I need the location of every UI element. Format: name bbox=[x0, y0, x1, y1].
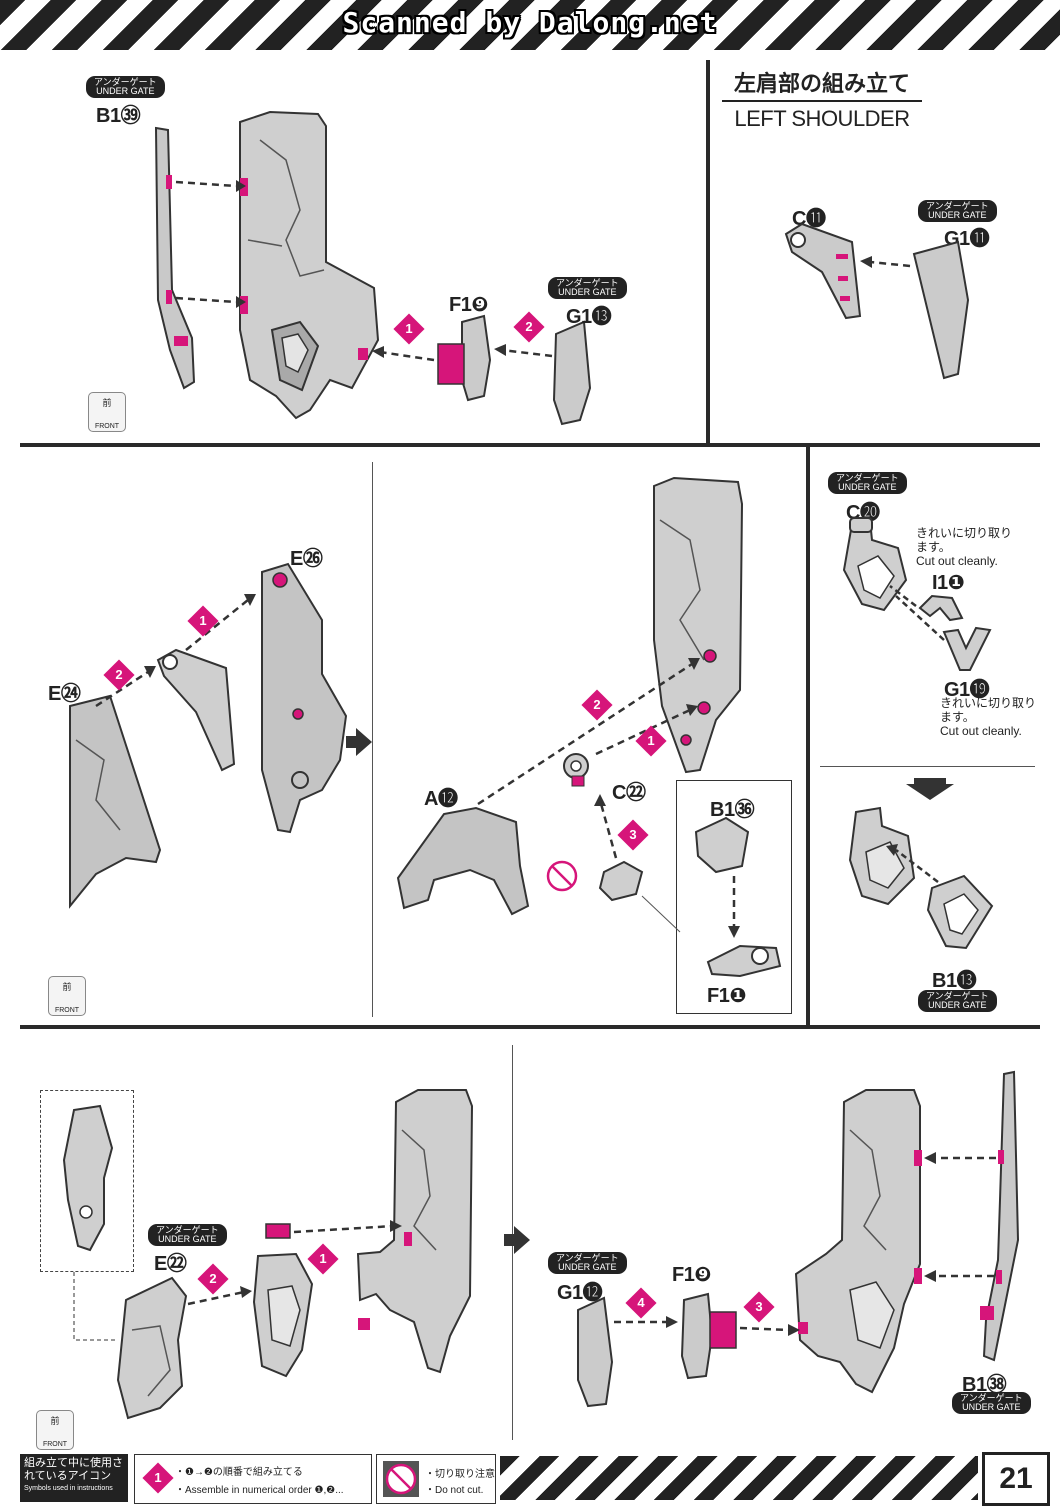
part-b1-36 bbox=[694, 816, 750, 874]
part-e-22-reference bbox=[62, 1104, 114, 1252]
part-label-b1-38: B1㊳ bbox=[962, 1374, 1007, 1396]
legend-no-cut: ・切り取り注意 ・Do not cut. bbox=[376, 1454, 496, 1504]
step-badge-3: 3 bbox=[743, 1291, 775, 1323]
note-cut-cleanly-2: きれいに切り取ります。 Cut out cleanly. bbox=[940, 696, 1037, 738]
part-label-e-24: E㉔ bbox=[48, 683, 81, 705]
part-e-26 bbox=[261, 562, 348, 834]
divider-row2 bbox=[20, 1025, 1040, 1029]
part-label-e-22: E㉒ bbox=[154, 1253, 187, 1275]
part-label-i1-1: I1❶ bbox=[932, 572, 965, 594]
part-e-24 bbox=[69, 694, 162, 909]
divider-col-mid bbox=[806, 445, 810, 1027]
icons-legend-title: 組み立て中に使用されているアイコン Symbols used in instru… bbox=[20, 1454, 128, 1502]
socket-magenta bbox=[358, 348, 368, 360]
part-g1-12 bbox=[577, 1296, 614, 1408]
section-title: 左肩部の組み立て LEFT SHOULDER bbox=[722, 66, 922, 132]
part-label-g1-19: G1⓳ bbox=[944, 679, 990, 701]
inset-box-reference bbox=[40, 1090, 134, 1272]
part-f1-9-bottom bbox=[680, 1292, 714, 1380]
part-f1-9-peg bbox=[709, 1311, 737, 1349]
rail-part-b1-38 bbox=[982, 1070, 1020, 1362]
peg-magenta bbox=[840, 296, 850, 301]
part-label-g1-12: G1⓬ bbox=[557, 1282, 603, 1304]
part-f1-9-peg bbox=[437, 343, 465, 385]
peg-magenta bbox=[838, 276, 848, 281]
note-cut-cleanly-1: きれいに切り取ります。 Cut out cleanly. bbox=[916, 526, 1013, 568]
part-label-a-12: A⓬ bbox=[424, 788, 458, 810]
down-arrow bbox=[906, 778, 954, 800]
footer: 組み立て中に使用されているアイコン Symbols used in instru… bbox=[0, 1448, 1060, 1508]
peg-magenta bbox=[174, 336, 188, 346]
next-step-arrow bbox=[346, 728, 372, 756]
part-e-22 bbox=[116, 1276, 188, 1420]
part-label-f1-1: F1❶ bbox=[707, 985, 746, 1007]
legend-step-icon: 1 bbox=[142, 1462, 174, 1494]
part-g1-19 bbox=[942, 626, 992, 671]
next-step-arrow bbox=[504, 1226, 530, 1254]
scan-credit: Scanned by Dalong.net bbox=[342, 6, 718, 39]
section-title-jp: 左肩部の組み立て bbox=[722, 66, 922, 102]
section-title-en: LEFT SHOULDER bbox=[734, 106, 910, 131]
part-label-f1-9: F1❾ bbox=[449, 294, 488, 316]
page-number: 21 bbox=[982, 1452, 1050, 1506]
part-label-b1-13: B1⓭ bbox=[932, 970, 977, 992]
part-i1-1 bbox=[918, 594, 964, 622]
part-label-f1-9: F1❾ bbox=[672, 1264, 711, 1286]
part-g1-11 bbox=[912, 240, 970, 380]
peg-magenta bbox=[836, 254, 848, 259]
hazard-stripe-footer bbox=[500, 1456, 978, 1500]
part-label-c-22: C㉒ bbox=[612, 782, 646, 804]
shoulder-panel-line bbox=[259, 139, 325, 277]
hazard-stripe-header bbox=[0, 0, 1060, 50]
divider-thin-right bbox=[820, 766, 1035, 767]
part-label-e-26: E㉖ bbox=[290, 548, 323, 570]
part-a-12 bbox=[396, 806, 530, 916]
divider-col-top bbox=[706, 60, 710, 445]
part-link bbox=[156, 648, 236, 772]
shoulder-shell-final bbox=[794, 1089, 921, 1394]
part-label-g1-13: G1⓭ bbox=[566, 306, 612, 328]
part-connector bbox=[598, 860, 644, 902]
shoulder-gem-inner bbox=[281, 333, 309, 374]
part-label-b1-36: B1㊱ bbox=[710, 799, 755, 821]
divider-row1 bbox=[20, 443, 1040, 447]
part-g1-13 bbox=[552, 320, 592, 426]
peg-magenta bbox=[166, 175, 172, 189]
part-c-11 bbox=[784, 222, 862, 320]
step-badge-4: 4 bbox=[625, 1287, 657, 1319]
part-label-b1-39: B1㊴ bbox=[96, 105, 141, 127]
peg-magenta bbox=[166, 290, 172, 304]
legend-order: 1 ・❶→❷の順番で組み立てる ・Assemble in numerical o… bbox=[134, 1454, 372, 1504]
shoulder-shell-bottom bbox=[356, 1089, 474, 1374]
divider-thin-mid bbox=[372, 462, 373, 1017]
no-cut-icon bbox=[383, 1461, 419, 1497]
socket-magenta bbox=[240, 296, 248, 314]
inset-box-subassembly bbox=[676, 780, 792, 1014]
shoulder-panel-line bbox=[247, 239, 283, 247]
